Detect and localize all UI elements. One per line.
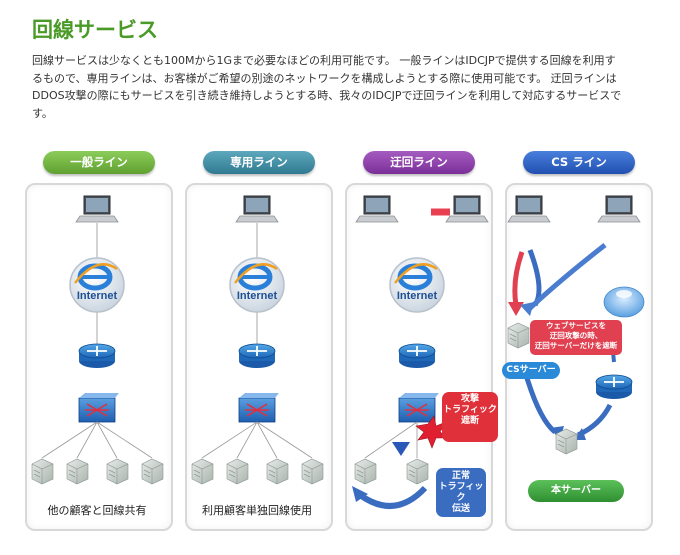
main-server-label: 本サーバー bbox=[528, 480, 624, 502]
internet-icon: Internet bbox=[69, 257, 125, 313]
laptop-icon bbox=[445, 195, 489, 223]
connection-lines bbox=[201, 421, 313, 459]
arrow-head-icon bbox=[392, 442, 410, 456]
attack-arrow bbox=[512, 251, 525, 306]
laptop-icon bbox=[355, 195, 399, 223]
connection-lines bbox=[364, 421, 418, 459]
server-icon bbox=[301, 458, 324, 485]
page-description: 回線サービスは少なくとも100Mから1Gまで必要なほどの利用可能です。 一般ライ… bbox=[32, 54, 622, 120]
server-icon bbox=[226, 458, 249, 485]
server-icon bbox=[555, 428, 578, 455]
panel-cs bbox=[505, 183, 653, 531]
connection-lines bbox=[41, 421, 153, 459]
internet-label: Internet bbox=[397, 290, 438, 302]
line-type-cs: CS ライン bbox=[523, 151, 635, 174]
cs-warning-label: ウェブサービスを 迂回攻撃の時、 迂回サーバーだけを遮断 bbox=[530, 320, 622, 355]
server-icon bbox=[141, 458, 164, 485]
server-icon bbox=[406, 458, 429, 485]
router-icon bbox=[238, 343, 276, 368]
laptop-icon bbox=[235, 195, 279, 223]
line-type-label: CS ライン bbox=[551, 155, 607, 169]
server-icon bbox=[31, 458, 54, 485]
attack-block-label: 攻撃 トラフィック 遮断 bbox=[442, 392, 498, 442]
traffic-arrow bbox=[527, 249, 542, 307]
server-icon bbox=[66, 458, 89, 485]
caption-general: 他の顧客と回線共有 bbox=[47, 504, 147, 517]
cloud-icon bbox=[603, 286, 645, 318]
arrow-head-icon bbox=[520, 302, 534, 316]
server-icon bbox=[191, 458, 214, 485]
laptop-icon bbox=[507, 195, 551, 223]
cs-warning-text: ウェブサービスを 迂回攻撃の時、 迂回サーバーだけを遮断 bbox=[534, 321, 618, 350]
internet-label: Internet bbox=[237, 290, 278, 302]
server-icon bbox=[507, 322, 530, 349]
internet-icon: Internet bbox=[229, 257, 285, 313]
traffic-arrow bbox=[526, 243, 607, 312]
line-type-label: 迂回ライン bbox=[390, 155, 448, 169]
attack-block-text: 攻撃 トラフィック 遮断 bbox=[443, 394, 497, 426]
line-type-general: 一般ライン bbox=[43, 151, 155, 174]
cloud-highlight bbox=[616, 290, 632, 298]
normal-traffic-label: 正常 トラフィック 伝送 bbox=[436, 468, 486, 517]
laptop-icon bbox=[75, 195, 119, 223]
router-icon bbox=[595, 374, 633, 399]
internet-label: Internet bbox=[77, 290, 118, 302]
normal-traffic-text: 正常 トラフィック 伝送 bbox=[438, 471, 484, 514]
line-type-label: 専用ライン bbox=[230, 155, 288, 169]
return-traffic-arrow bbox=[358, 485, 428, 509]
page-title: 回線サービス bbox=[32, 18, 158, 42]
traffic-arrow bbox=[524, 377, 557, 434]
server-icon bbox=[106, 458, 129, 485]
line-type-dedicated: 専用ライン bbox=[203, 151, 315, 174]
arrow-head-icon bbox=[352, 486, 368, 502]
switch-icon bbox=[78, 393, 119, 423]
block-burst-icon bbox=[415, 415, 449, 449]
switch-icon bbox=[238, 393, 279, 423]
main-server-text: 本サーバー bbox=[551, 485, 601, 496]
arrow-head-icon bbox=[508, 302, 524, 316]
line-type-detour: 迂回ライン bbox=[363, 151, 475, 174]
server-icon bbox=[354, 458, 377, 485]
caption-dedicated: 利用顧客単独回線使用 bbox=[202, 504, 312, 517]
router-icon bbox=[398, 343, 436, 368]
line-type-label: 一般ライン bbox=[70, 155, 128, 169]
cs-server-text: CSサーバー bbox=[506, 365, 556, 375]
server-icon bbox=[266, 458, 289, 485]
laptop-icon bbox=[597, 195, 641, 223]
cs-server-label: CSサーバー bbox=[502, 362, 560, 379]
router-icon bbox=[78, 343, 116, 368]
